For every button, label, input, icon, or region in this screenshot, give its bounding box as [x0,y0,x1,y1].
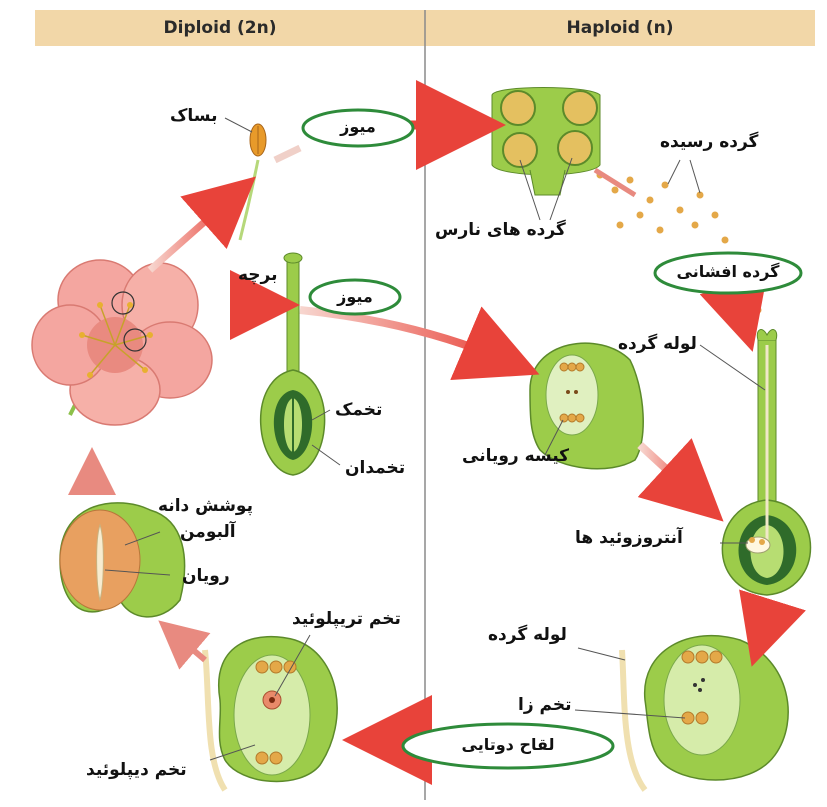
haploid-header: Haploid (n) [520,12,720,44]
seed-coat-label: پوشش دانه [158,496,253,516]
egg-cell-label: تخم زا [518,695,572,715]
ovary-label: تخمدان [345,458,405,478]
pollen-tube-top-label: لوله گرده [618,334,697,354]
triploid-cell-label: تخم تریپلوئید [292,609,401,629]
fertilized-ovule [205,635,337,790]
anther [225,118,266,240]
double-fertilization-oval: لقاح دوتایی [403,735,613,754]
pollination-oval: گرده افشانی [655,262,801,281]
fertilization-ovule [575,636,788,790]
pistil-pollen-tube [700,330,811,595]
ovule-label: تخمک [335,400,382,420]
embryo-label: رویان [182,566,230,586]
pollen-tube-bottom-label: لوله گرده [488,625,567,645]
diploid-header: Diploid (2n) [120,12,320,44]
meiosis-top-oval: میوز [305,117,411,136]
endosperm-label: آلبومن [180,522,236,542]
anther-cross-section [492,88,600,221]
mature-pollen-label: گرده رسیده [660,132,758,152]
antherozoids-label: آنتروزوئید ها [575,528,683,548]
embryo-sac-label: کیسه رویانی [462,446,569,466]
carpel-label: برچه [238,265,278,285]
seed [60,503,185,617]
flower [32,260,212,425]
anther-label: بساک [170,106,217,126]
immature-pollen-label: گرده های نارس [435,220,566,240]
diploid-zygote-label: تخم دیپلوئید [86,760,187,780]
meiosis-mid-oval: میوز [310,287,400,306]
